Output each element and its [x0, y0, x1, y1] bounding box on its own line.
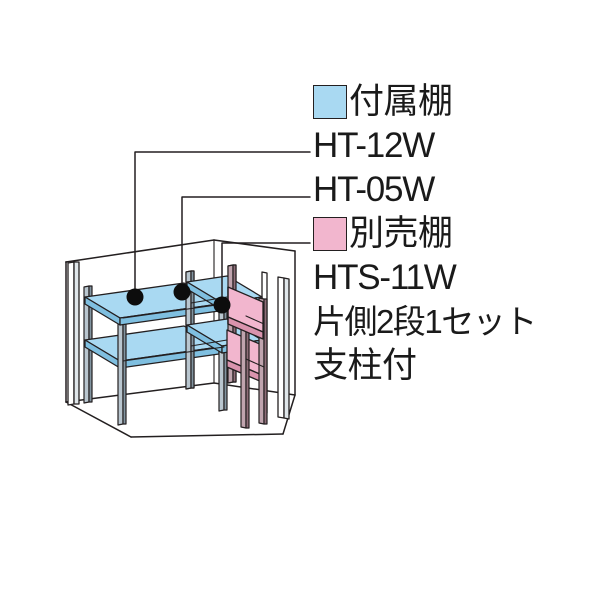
legend-label-ht05w: HT-05W	[313, 170, 435, 209]
legend-swatch-blue	[313, 85, 347, 119]
right-wall-panel	[277, 276, 290, 420]
legend-row-detail-set: 片側2段1セット	[313, 300, 593, 344]
legend-label-ht12w: HT-12W	[313, 126, 435, 165]
callout-dot-ht12w	[126, 288, 144, 306]
legend-label-included-shelf: 付属棚	[349, 82, 453, 121]
callout-dot-hts11w	[213, 296, 231, 314]
legend-row-code-hts11w: HTS-11W	[313, 256, 593, 300]
legend-label-post-detail: 支柱付	[313, 346, 417, 385]
legend-row-included-shelf: 付属棚	[313, 80, 593, 124]
annotation-legend: 付属棚 HT-12W HT-05W 別売棚 HTS-11W 片側2段1セット 支…	[313, 80, 593, 388]
left-wall-panel	[67, 261, 80, 406]
callout-leader-lines	[126, 151, 311, 314]
legend-row-code-ht05w: HT-05W	[313, 168, 593, 212]
legend-row-optional-shelf: 別売棚	[313, 212, 593, 256]
legend-label-hts11w: HTS-11W	[313, 258, 457, 297]
legend-swatch-pink	[313, 217, 347, 251]
callout-dot-ht05w	[173, 283, 191, 301]
legend-row-code-ht12w: HT-12W	[313, 124, 593, 168]
legend-label-set-detail: 片側2段1セット	[313, 303, 537, 340]
shelf-cross-braces	[122, 296, 265, 368]
legend-label-optional-shelf: 別売棚	[349, 214, 453, 253]
legend-row-detail-post: 支柱付	[313, 344, 593, 388]
